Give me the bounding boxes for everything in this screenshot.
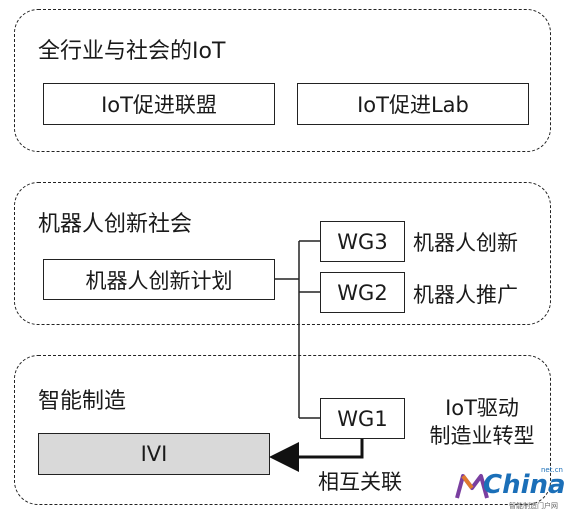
group-robot-title: 机器人创新社会 [38,212,193,237]
wg3-box: WG3 [320,221,405,262]
watermark-logo: China net.cn 智能制造门户网 [455,466,565,510]
ivi-box: IVI [38,433,270,475]
iot-alliance-box: IoT促进联盟 [43,83,275,125]
wg2-description: 机器人推广 [413,283,518,307]
wg1-description: IoT驱动 制造业转型 [412,394,552,450]
group-iot [14,9,551,152]
wg1-description-line1: IoT驱动 [445,396,519,420]
watermark-tiny: net.cn [541,466,563,474]
robot-plan-box: 机器人创新计划 [43,259,275,300]
group-manufacturing-title: 智能制造 [38,389,127,414]
group-iot-title: 全行业与社会的IoT [38,39,226,64]
relation-label: 相互关联 [318,470,402,494]
wg2-box: WG2 [320,272,405,313]
relation-arrow [269,439,364,472]
group-robot [14,182,551,325]
wg3-description: 机器人创新 [413,231,518,255]
watermark-brand: China [483,470,565,500]
group-manufacturing [14,355,551,505]
logo-m-icon [455,474,489,499]
wg1-box: WG1 [320,398,405,439]
iot-lab-box: IoT促进Lab [297,83,529,125]
watermark-sub: 智能制造门户网 [509,502,558,510]
wg1-description-line2: 制造业转型 [429,424,535,448]
